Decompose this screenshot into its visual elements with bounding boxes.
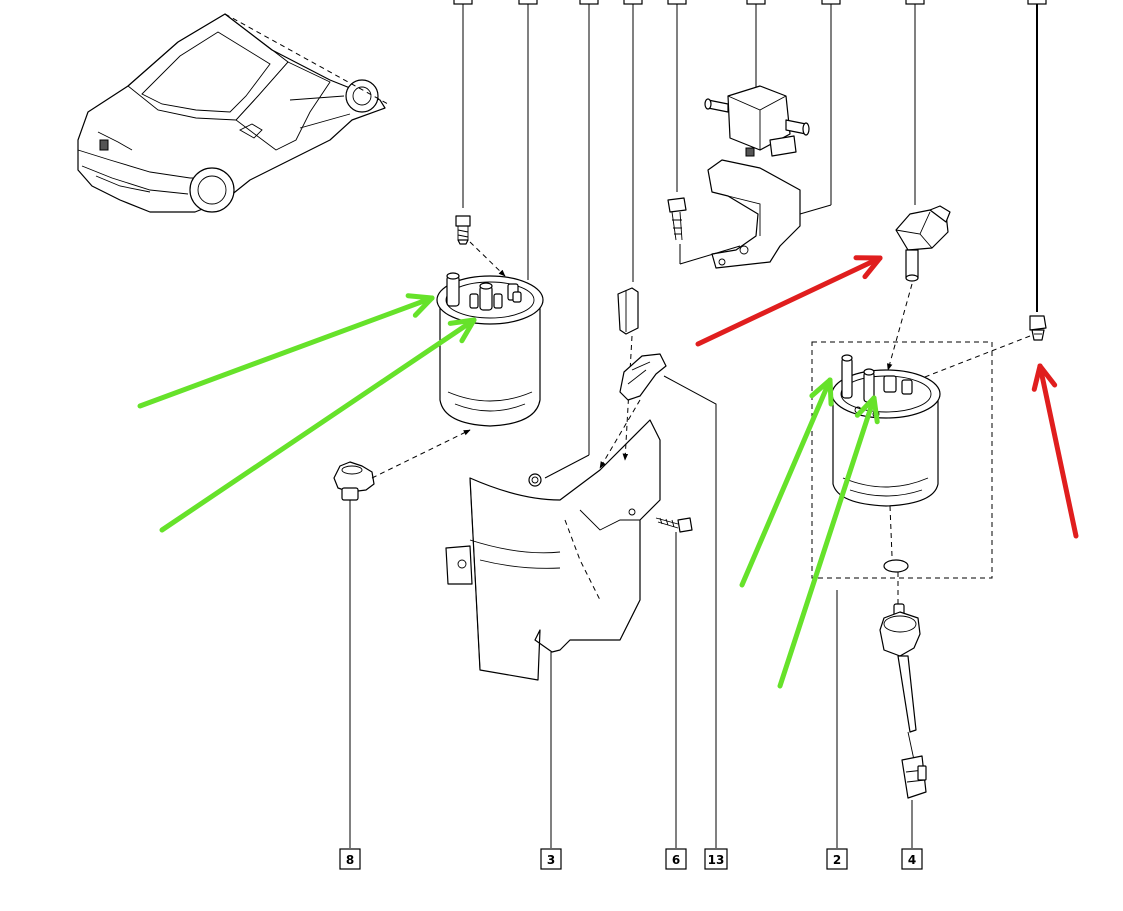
green-arrow <box>137 293 435 409</box>
callout-6-label: 6 <box>672 853 680 867</box>
red-arrow <box>1031 363 1079 539</box>
red-arrow <box>695 255 883 347</box>
green-arrow <box>739 377 834 588</box>
plug-right <box>1029 315 1047 341</box>
fuel-filter-right <box>831 354 941 507</box>
top-callout-box <box>518 0 538 5</box>
top-callout-box <box>821 0 841 5</box>
callout-8-label: 8 <box>346 853 354 867</box>
green-arrow <box>159 317 477 533</box>
top-callout-box <box>453 0 473 5</box>
screw-left <box>455 215 471 245</box>
top-callout-box <box>623 0 643 5</box>
callout-2-label: 2 <box>833 853 841 867</box>
top-leaders <box>462 4 1038 479</box>
rubber-grommet <box>619 353 667 401</box>
green-arrow <box>777 395 880 689</box>
car-illustration <box>77 13 389 213</box>
heat-shield <box>445 419 661 681</box>
screw-bracket <box>667 197 687 241</box>
drain-assembly <box>879 603 927 799</box>
callout-4: 4 <box>901 848 923 870</box>
callout-4-label: 4 <box>908 853 916 867</box>
top-callout-box <box>667 0 687 5</box>
clip-part <box>617 287 639 335</box>
bolt-6 <box>655 517 693 533</box>
solenoid-valve <box>704 85 810 157</box>
callout-13-label: 13 <box>708 853 725 867</box>
callout-2: 2 <box>826 848 848 870</box>
assembly-box <box>811 341 993 579</box>
callout-13: 13 <box>704 848 728 870</box>
drain-knob <box>333 461 375 501</box>
bottom-leaders <box>349 375 913 848</box>
callout-3-label: 3 <box>547 853 555 867</box>
o-ring <box>883 559 909 573</box>
top-callouts <box>453 0 1047 5</box>
callout-6: 6 <box>665 848 687 870</box>
top-callout-box <box>746 0 766 5</box>
annotation-arrows <box>137 255 1079 689</box>
valve-bracket <box>707 159 801 269</box>
water-sensor <box>895 205 951 282</box>
callout-3: 3 <box>540 848 562 870</box>
top-callout-box <box>1027 0 1047 5</box>
fuel-filter-left <box>436 272 544 427</box>
callout-8: 8 <box>339 848 361 870</box>
top-callout-box <box>579 0 599 5</box>
top-callout-box <box>905 0 925 5</box>
